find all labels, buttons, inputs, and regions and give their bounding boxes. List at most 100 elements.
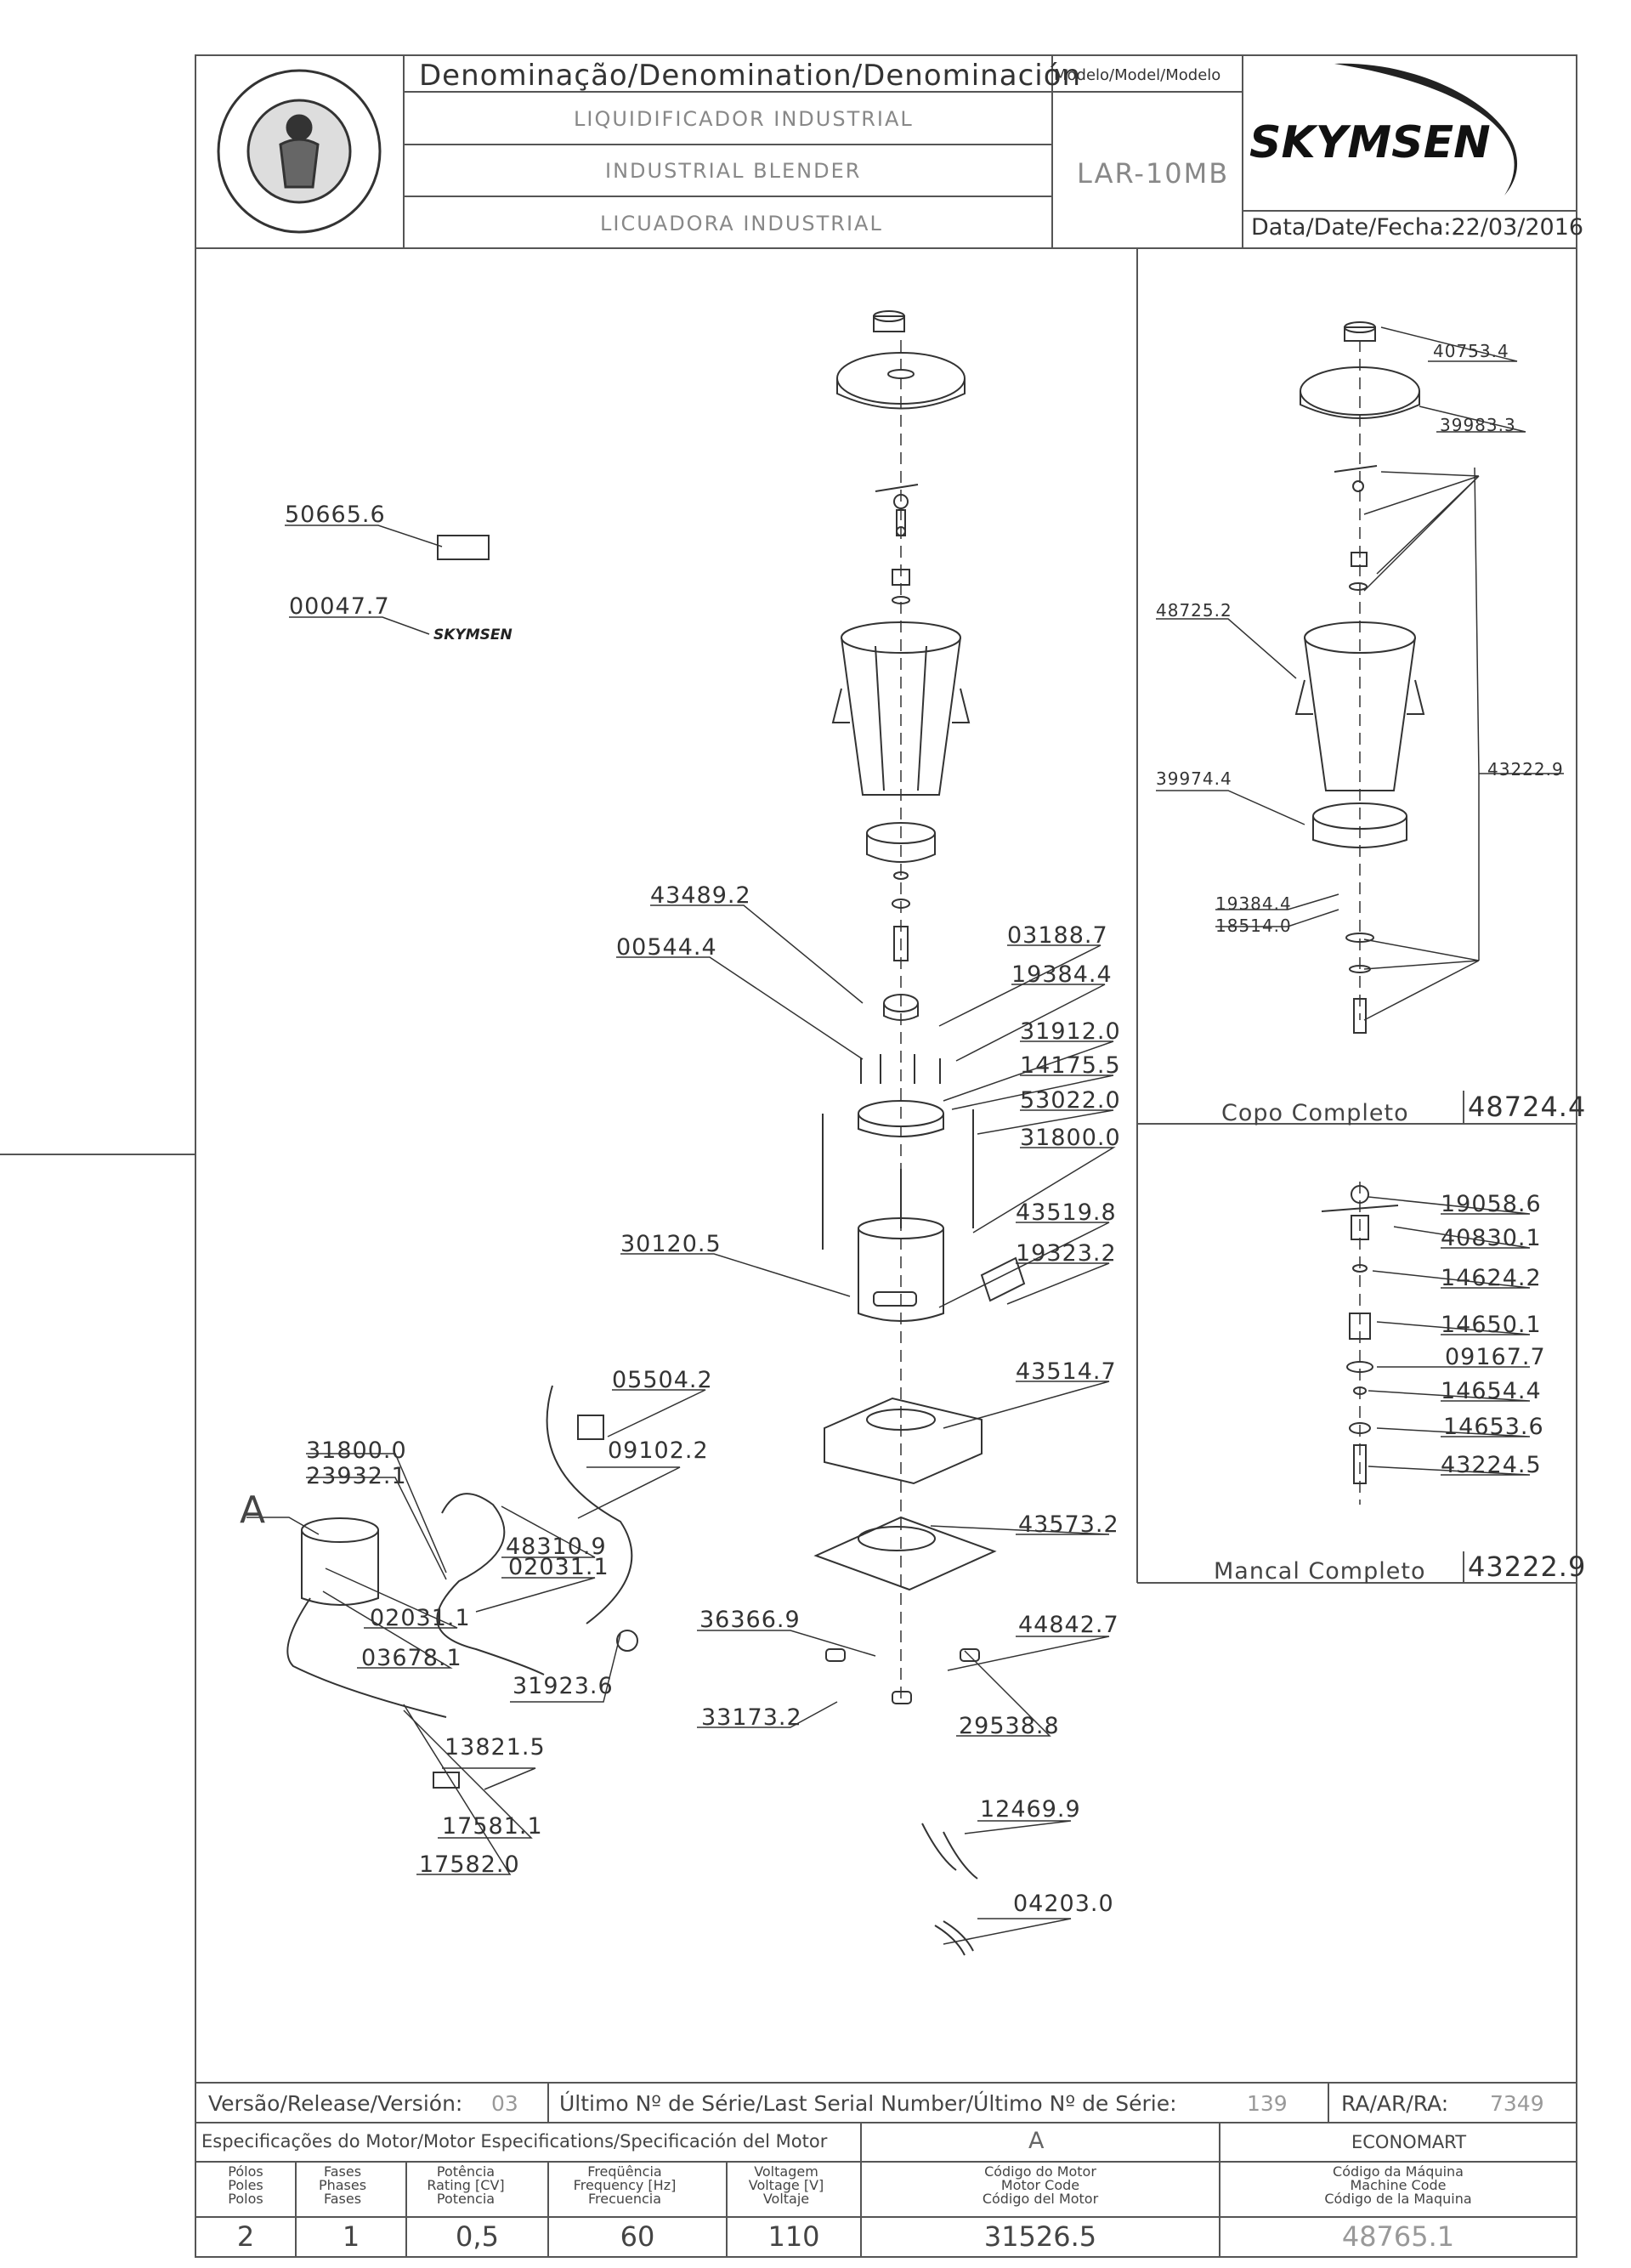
version-value: 03 xyxy=(491,2091,518,2116)
serial-value: 139 xyxy=(1247,2091,1288,2116)
spec-en: Frequency [Hz] xyxy=(573,2177,677,2193)
copo-part-code: 39983.3 xyxy=(1440,415,1516,435)
spec-en: Motor Code xyxy=(1000,2177,1080,2193)
spec-es: Potencia xyxy=(436,2191,496,2207)
spec-pt: Código da Máquina xyxy=(1333,2163,1464,2180)
part-code: 05504.2 xyxy=(612,1367,713,1393)
part-code: 00544.4 xyxy=(616,934,717,961)
mancal-part-code: 09167.7 xyxy=(1445,1344,1546,1370)
leader-lines xyxy=(285,326,1564,1945)
part-code: 03678.1 xyxy=(361,1645,462,1671)
part-code: 43519.8 xyxy=(1016,1199,1117,1226)
part-code: 12469.9 xyxy=(980,1796,1081,1823)
copo-part-code: 48725.2 xyxy=(1156,600,1232,621)
serial-label: Último Nº de Série/Last Serial Number/Úl… xyxy=(559,2091,1177,2116)
part-code: 44842.7 xyxy=(1018,1612,1119,1638)
client-name: ECONOMART xyxy=(1351,2132,1467,2152)
spec-es: Polos xyxy=(228,2191,263,2207)
spec-pt: Fases xyxy=(323,2163,362,2180)
authorized-service-seal-icon xyxy=(217,69,382,234)
spec-pt: Potência xyxy=(436,2163,496,2180)
part-code: 53022.0 xyxy=(1020,1087,1121,1114)
part-code: 00047.7 xyxy=(289,593,390,620)
spec-value-voltage: 110 xyxy=(767,2220,820,2253)
svg-text:SKYMSEN: SKYMSEN xyxy=(1249,117,1491,168)
mancal-title: Mancal Completo xyxy=(1214,1558,1426,1585)
date-label: Data/Date/Fecha:22/03/2016 xyxy=(1251,216,1583,239)
motor-spec-label: Especificações do Motor/Motor Especifica… xyxy=(201,2131,828,2152)
part-code: 19323.2 xyxy=(1016,1240,1117,1267)
mancal-part-code: 14624.2 xyxy=(1441,1265,1542,1291)
part-code: 09102.2 xyxy=(608,1437,709,1464)
part-code: 50665.6 xyxy=(285,502,386,528)
mancal-part-code: 40830.1 xyxy=(1441,1225,1542,1251)
skymsen-logo-icon: SKYMSEN xyxy=(1249,63,1518,196)
mancal-part-code: 14653.6 xyxy=(1443,1414,1544,1440)
part-code: 31800.0 xyxy=(1020,1125,1121,1151)
part-code: 19384.4 xyxy=(1011,961,1113,988)
spec-es: Fases xyxy=(323,2191,362,2207)
spec-pt: Freqüência xyxy=(587,2163,662,2180)
part-code: 43489.2 xyxy=(650,882,751,909)
denomination-title: Denominação/Denomination/Denominación xyxy=(419,59,1082,93)
copo-part-code: 40753.4 xyxy=(1433,341,1509,361)
spec-pt: Voltagem xyxy=(754,2163,818,2180)
mancal-part-code: 43224.5 xyxy=(1441,1452,1542,1478)
copo-code: 48724.4 xyxy=(1468,1091,1587,1123)
motor-callout-a: A xyxy=(240,1488,266,1532)
part-code: 29538.8 xyxy=(959,1713,1060,1739)
spec-value-machine-code: 48765.1 xyxy=(1341,2220,1455,2253)
part-code: 43514.7 xyxy=(1016,1358,1117,1385)
spec-pt: Pólos xyxy=(228,2163,263,2180)
mancal-part-code: 14650.1 xyxy=(1441,1312,1542,1338)
copo-title: Copo Completo xyxy=(1221,1100,1409,1126)
spec-pt: Código do Motor xyxy=(984,2163,1096,2180)
model-title: Modelo/Model/Modelo xyxy=(1054,66,1221,84)
part-code: 17582.0 xyxy=(419,1851,520,1878)
part-code: 48310.9 xyxy=(506,1534,607,1560)
part-code: 17581.1 xyxy=(442,1813,543,1840)
spec-es: Voltaje xyxy=(762,2191,810,2207)
model-value: LAR-10MB xyxy=(1077,157,1230,190)
mancal-part-code: 14654.4 xyxy=(1441,1378,1542,1404)
part-code: 02031.1 xyxy=(370,1605,471,1631)
part-code: 13821.5 xyxy=(445,1734,546,1761)
part-code: 04203.0 xyxy=(1013,1891,1114,1917)
spec-value-frequency: 60 xyxy=(620,2220,655,2253)
spec-en: Phases xyxy=(318,2177,367,2193)
description-pt: LIQUIDIFICADOR INDUSTRIAL xyxy=(574,107,914,131)
spec-value-motor-code: 31526.5 xyxy=(983,2220,1097,2253)
copo-part-code: 18514.0 xyxy=(1215,916,1292,936)
copo-completo-drawing xyxy=(1294,321,1425,1034)
part-code: 23932.1 xyxy=(306,1463,407,1489)
part-code: 14175.5 xyxy=(1020,1052,1121,1079)
spec-value-poles: 2 xyxy=(236,2220,255,2253)
spec-en: Voltage [V] xyxy=(748,2177,824,2193)
spec-en: Machine Code xyxy=(1350,2177,1447,2193)
exploded-view-drawing: SKYMSEN xyxy=(286,310,1026,1956)
part-code: 33173.2 xyxy=(701,1704,802,1731)
motor-letter: A xyxy=(1028,2128,1045,2154)
date-value: 22/03/2016 xyxy=(1451,214,1584,241)
spec-es: Código de la Maquina xyxy=(1324,2191,1472,2207)
mancal-part-code: 19058.6 xyxy=(1441,1191,1542,1217)
part-code: 02031.1 xyxy=(508,1554,609,1580)
svg-text:SKYMSEN: SKYMSEN xyxy=(433,627,513,644)
part-code: 03188.7 xyxy=(1007,922,1108,949)
ra-label: RA/AR/RA: xyxy=(1341,2091,1449,2116)
version-label: Versão/Release/Versión: xyxy=(208,2091,463,2116)
spec-es: Frecuencia xyxy=(587,2191,662,2207)
spec-en: Poles xyxy=(228,2177,263,2193)
drawing-frame xyxy=(195,54,1577,2258)
description-es: LICUADORA INDUSTRIAL xyxy=(600,212,883,235)
part-code: 31923.6 xyxy=(513,1673,614,1699)
part-code: 43573.2 xyxy=(1018,1511,1119,1538)
mancal-completo-drawing xyxy=(1321,1182,1399,1505)
date-label-text: Data/Date/Fecha: xyxy=(1251,214,1452,241)
